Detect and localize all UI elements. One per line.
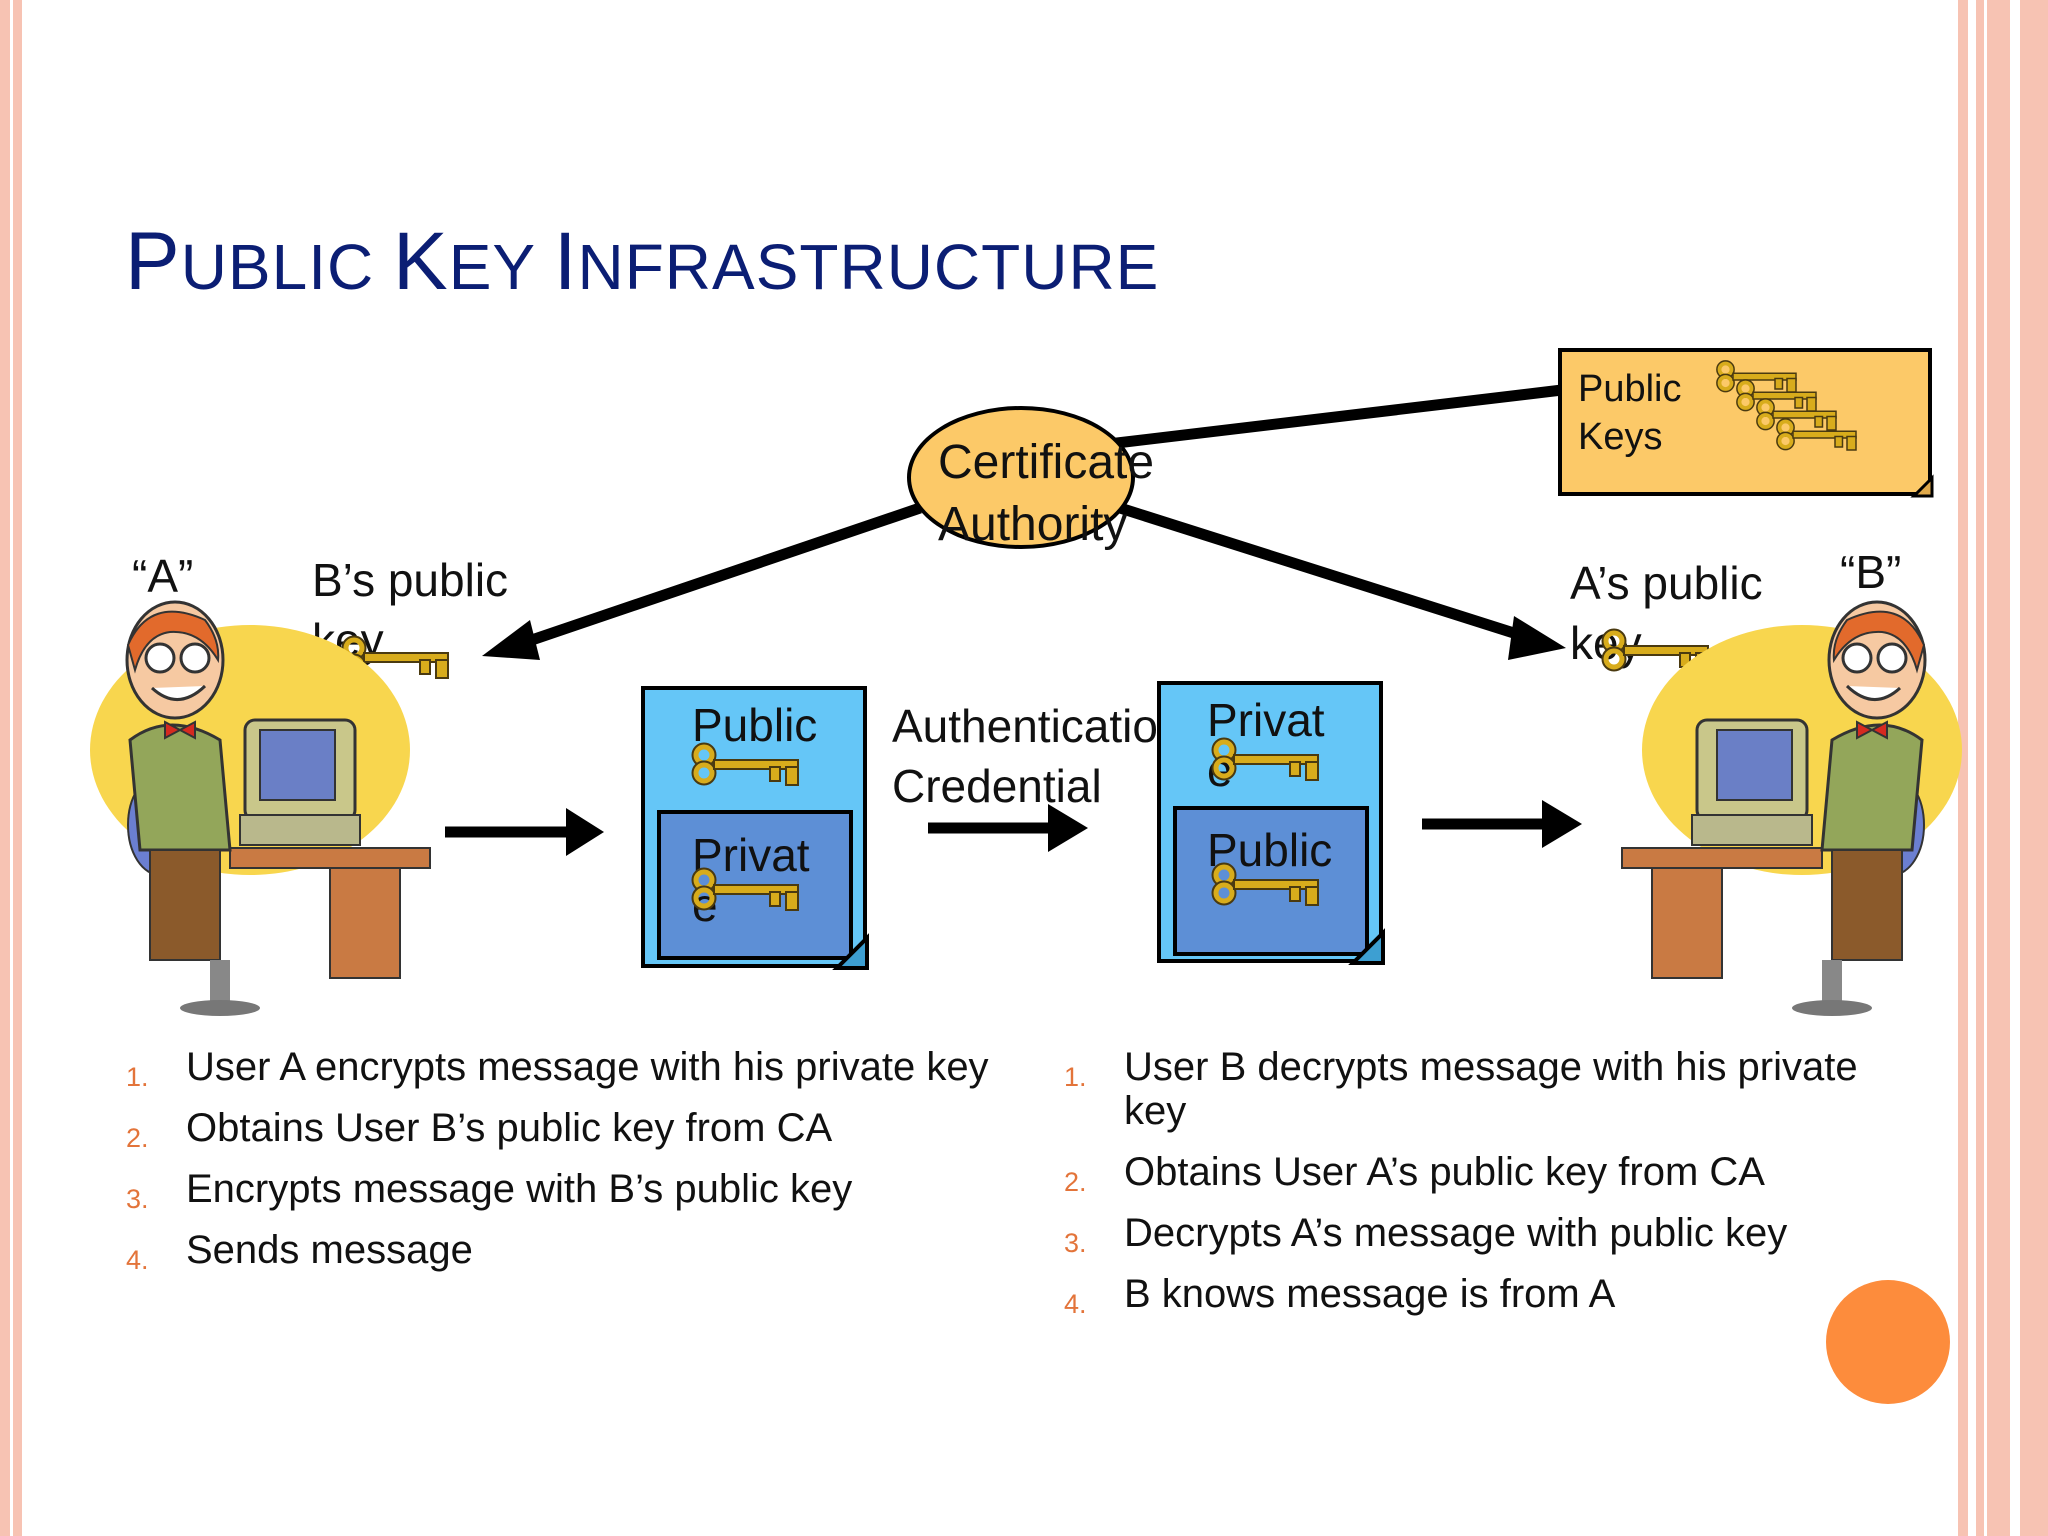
right-border [1958,0,2048,1536]
arrow-icon [928,804,1088,852]
list-item: 4.B knows message is from A [1064,1272,1616,1319]
doc-right-inner-label: Public [1207,824,1333,876]
arrow-icon [445,808,604,856]
arrow-head-to-a [482,620,540,660]
list-item: 2.Obtains User A’s public key from CA [1064,1150,1765,1197]
authentication-credential-label: Authentication Credential [892,700,1184,812]
ca-to-public-keys-line [1099,384,1563,451]
arrow-head-to-b [1508,616,1566,660]
user-a-label: “A” [132,550,194,602]
certificate-authority-ellipse [907,406,1135,549]
list-item: 1.User B decrypts message with his priva… [1064,1045,1858,1133]
public-keys-label: Public Keys [1578,368,1682,458]
left-border [0,0,22,1536]
list-item: 3.Encrypts message with B’s public key [126,1167,853,1214]
list-item: 1.User A encrypts message with his priva… [126,1045,989,1092]
certificate-authority-label: Certificate Authority [938,436,1155,551]
list-item: 3.Decrypts A’s message with public key [1064,1211,1788,1258]
arrow-icon [1422,800,1582,848]
user-b-label: “B” [1840,546,1902,598]
steps-list-user-a: 1.User A encrypts message with his priva… [126,1045,1006,1289]
list-item: 4.Sends message [126,1228,473,1275]
ca-to-b-line [1118,502,1522,641]
a-public-key-label: A’s public key [1570,557,1763,669]
decorative-dot [1826,1280,1950,1404]
steps-list-user-b: 1.User B decrypts message with his priva… [1064,1045,1924,1333]
doc-right-outer-label: Private [1207,694,1325,796]
doc-left-inner-label: Private [692,829,810,931]
b-public-key-label: B’s public key [312,554,509,666]
list-item: 2.Obtains User B’s public key from CA [126,1106,833,1153]
doc-left-outer-label: Public [692,699,818,751]
slide-title: PUBLIC KEY INFRASTRUCTURE [125,216,1160,307]
ca-to-a-line [518,502,922,650]
